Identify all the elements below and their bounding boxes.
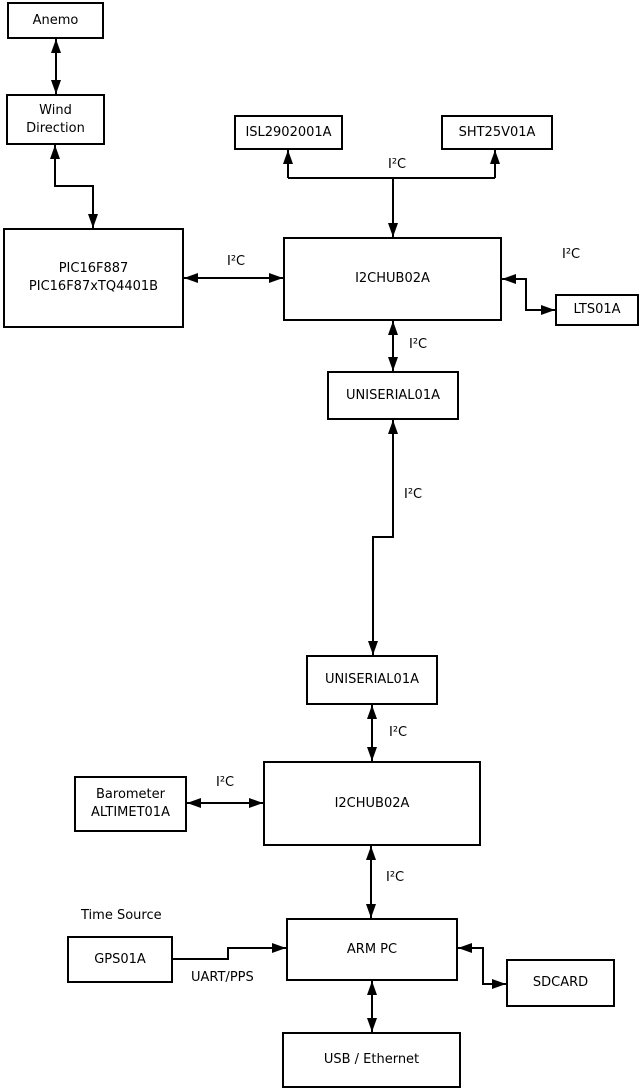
arrowhead-icon (502, 274, 516, 284)
arrowhead-icon (492, 979, 506, 989)
edge-sensor-branch-sht (490, 150, 500, 178)
arrowhead-icon (366, 904, 376, 918)
node-i2chub02a-1: I2CHUB02A (283, 237, 502, 321)
edge-hub2-armpc (366, 846, 376, 918)
node-label: USB / Ethernet (323, 1052, 420, 1067)
edge-hub1-lts (502, 274, 555, 315)
arrowhead-icon (187, 798, 201, 808)
node-anemo: Anemo (7, 2, 104, 39)
node-label: Wind (39, 102, 72, 118)
label-i2c-barometer-hub2: I²C (216, 775, 235, 790)
arrowhead-icon (368, 641, 378, 655)
node-label: Direction (26, 120, 85, 136)
node-arm-pc: ARM PC (286, 918, 458, 981)
node-gps01a: GPS01A (67, 936, 173, 983)
arrowhead-icon (388, 321, 398, 335)
node-label: Barometer (96, 787, 165, 802)
edge-armpc-usbeth (367, 981, 377, 1032)
arrowhead-icon (366, 846, 376, 860)
node-label: UNISERIAL01A (346, 387, 440, 403)
arrowhead-icon (51, 39, 61, 53)
edge-hub1-uniserial1 (388, 321, 398, 371)
edge-sensor-branch-stem (388, 178, 398, 237)
label-i2c-uniserial2-hub2: I²C (389, 725, 408, 740)
arrowhead-icon (367, 981, 377, 995)
edge-barometer-hub2 (187, 798, 263, 808)
label-i2c-sensor-branch: I²C (388, 157, 407, 172)
node-sht25v01a: SHT25V01A (441, 115, 553, 150)
arrowhead-icon (367, 747, 377, 761)
label-i2c-pic-hub1: I²C (227, 254, 246, 269)
node-label: ISL2902001A (245, 124, 332, 140)
node-label: I2CHUB02A (334, 795, 410, 811)
arrowhead-icon (388, 420, 398, 434)
label-time-source: Time Source (81, 908, 162, 923)
label-i2c-hub1-uniserial1: I²C (409, 337, 428, 352)
node-i2chub02a-2: I2CHUB02A (263, 761, 481, 846)
node-label: ALTIMET01A (91, 805, 170, 820)
arrowhead-icon (269, 273, 283, 283)
arrowhead-icon (184, 273, 198, 283)
edge-pic-hub1 (184, 273, 283, 283)
label-i2c-hub2-armpc: I²C (386, 870, 405, 885)
edge-anemo-winddir (51, 39, 61, 94)
node-label: Anemo (32, 12, 79, 28)
arrowhead-icon (388, 223, 398, 237)
arrowhead-icon (50, 145, 60, 159)
edge-sensor-branch-isl (283, 150, 293, 178)
node-label: SHT25V01A (458, 124, 536, 140)
arrowhead-icon (283, 150, 293, 164)
arrowhead-icon (388, 357, 398, 371)
arrowhead-icon (249, 798, 263, 808)
edge-armpc-sdcard (458, 943, 506, 989)
edge-winddir-pic (50, 145, 98, 228)
node-lts01a: LTS01A (555, 294, 639, 326)
node-label: LTS01A (573, 302, 621, 317)
node-uniserial01a-2: UNISERIAL01A (306, 655, 438, 705)
arrowhead-icon (88, 214, 98, 228)
arrowhead-icon (272, 943, 286, 953)
node-usb-ethernet: USB / Ethernet (282, 1032, 461, 1088)
node-label: I2CHUB02A (355, 271, 430, 286)
arrowhead-icon (458, 943, 472, 953)
node-label: SDCARD (532, 975, 589, 990)
node-uniserial01a-1: UNISERIAL01A (327, 371, 459, 420)
node-isl2902001a: ISL2902001A (234, 115, 343, 150)
label-uart-pps: UART/PPS (191, 970, 254, 985)
edge-gps-armpc (173, 943, 286, 960)
arrowhead-icon (367, 705, 377, 719)
edge-uniserial2-hub2 (367, 705, 377, 761)
node-sdcard: SDCARD (506, 959, 615, 1007)
arrowhead-icon (541, 305, 555, 315)
label-i2c-hub1-lts: I²C (562, 247, 581, 262)
node-label: UNISERIAL01A (325, 672, 419, 687)
label-i2c-uniserial-link: I²C (404, 487, 423, 502)
arrowhead-icon (51, 80, 61, 94)
arrowhead-icon (367, 1018, 377, 1032)
node-label: GPS01A (94, 951, 146, 967)
arrowhead-icon (490, 150, 500, 164)
node-label: PIC16F887 (58, 261, 129, 276)
node-label: ARM PC (346, 941, 398, 957)
edge-uniserial1-uniserial2 (368, 420, 398, 655)
node-label: PIC16F87xTQ4401B (28, 279, 159, 294)
